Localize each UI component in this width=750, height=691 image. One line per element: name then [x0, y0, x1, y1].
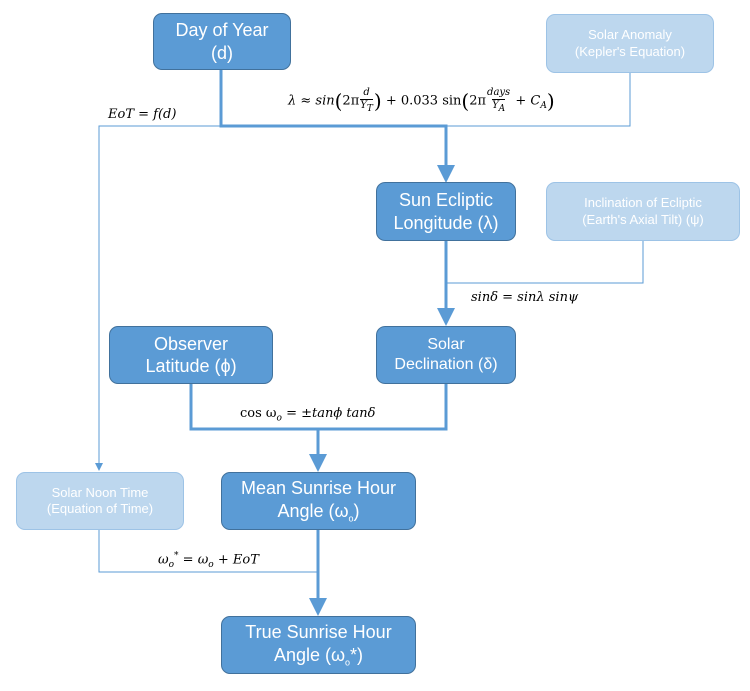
day-of-year-symbol: (d) [211, 42, 233, 63]
mean-sunrise-symbol: Angle (ωo) [277, 500, 360, 524]
sun-ecliptic-longitude-symbol: Longitude (λ) [393, 212, 499, 233]
true-sunrise-hour-angle-box: True Sunrise Hour Angle (ωo*) [221, 616, 416, 674]
solar-anomaly-box: Solar Anomaly (Kepler's Equation) [546, 14, 714, 73]
solar-anomaly-subtitle: (Kepler's Equation) [574, 43, 686, 59]
link-latitude-declination-to-mean [189, 384, 448, 472]
observer-latitude-box: Observer Latitude (ϕ) [109, 326, 273, 384]
link-inclination-to-declination [446, 241, 644, 284]
day-of-year-box: Day of Year (d) [153, 13, 291, 70]
mean-sunrise-hour-angle-box: Mean Sunrise Hour Angle (ωo) [221, 472, 416, 530]
solar-noon-time-label: Solar Noon Time [51, 484, 149, 500]
eot-equation: EoT = f(d) [108, 107, 177, 122]
omega-star-equation: ωo* = ωo + EoT [158, 551, 259, 570]
true-sunrise-symbol: Angle (ωo*) [273, 644, 364, 668]
solar-declination-box: Solar Declination (δ) [376, 326, 516, 384]
inclination-subtitle: (Earth's Axial Tilt) (ψ) [582, 211, 704, 227]
solar-declination-label: Solar [427, 336, 465, 353]
inclination-label: Inclination of Ecliptic [584, 195, 702, 211]
sin-delta-equation: sinδ = sinλ sinψ [471, 290, 579, 305]
link-day-to-longitude [219, 70, 455, 183]
mean-sunrise-label: Mean Sunrise Hour [240, 478, 397, 499]
solar-anomaly-label: Solar Anomaly [588, 27, 672, 43]
solar-noon-time-subtitle: (Equation of Time) [46, 501, 154, 516]
true-sunrise-label: True Sunrise Hour [245, 622, 392, 643]
link-noon-to-true [98, 530, 318, 573]
inclination-of-ecliptic-box: Inclination of Ecliptic (Earth's Axial T… [546, 182, 740, 241]
sun-ecliptic-longitude-label: Sun Ecliptic [398, 190, 494, 210]
day-of-year-label: Day of Year [175, 20, 269, 40]
solar-noon-time-box: Solar Noon Time (Equation of Time) [16, 472, 184, 530]
observer-latitude-symbol: Latitude (ϕ) [145, 356, 237, 376]
observer-latitude-label: Observer [153, 333, 229, 354]
cos-omega-equation: cos ωo = ±tanϕ tanδ [240, 406, 376, 424]
link-anomaly-to-longitude [446, 73, 631, 127]
link-day-to-noon [95, 125, 221, 471]
solar-declination-symbol: Declination (δ) [394, 356, 498, 373]
sun-ecliptic-longitude-box: Sun Ecliptic Longitude (λ) [376, 182, 516, 241]
